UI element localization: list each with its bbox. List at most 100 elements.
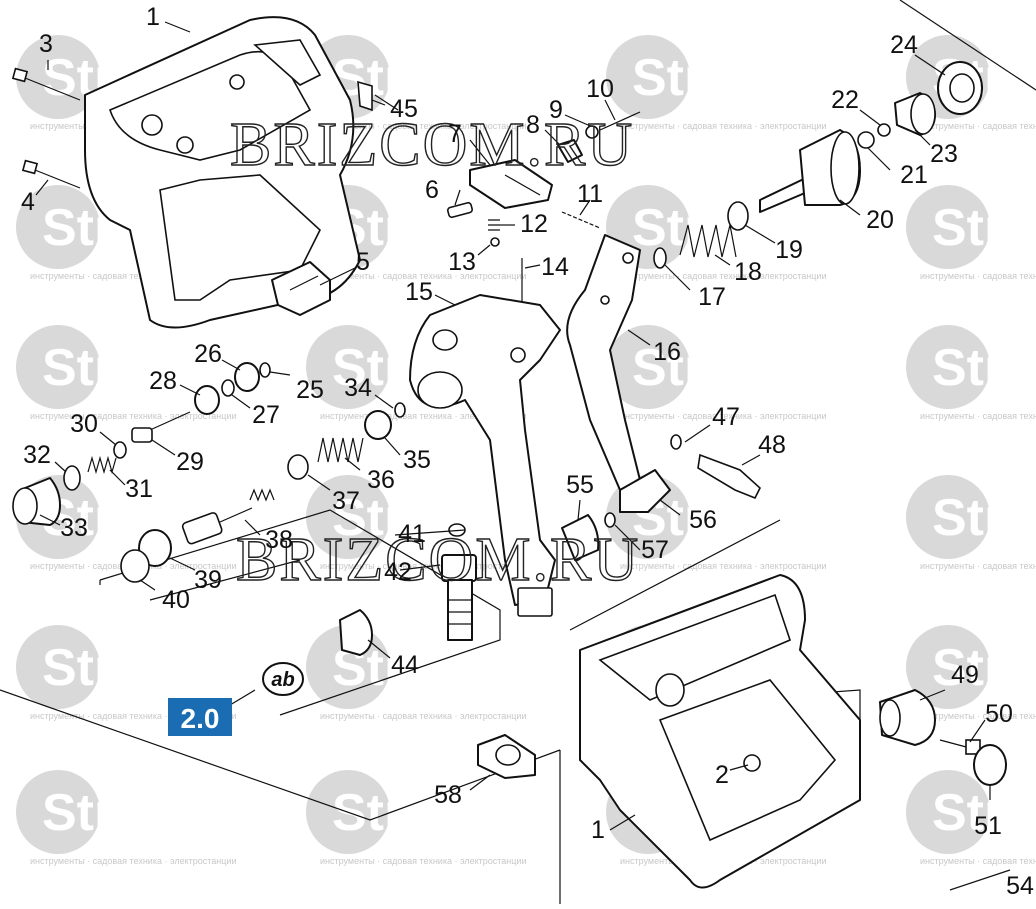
part-label-6: 6 (425, 176, 439, 204)
watermark-brand: Strument (332, 639, 560, 697)
watermark-brand: Strument (932, 639, 1036, 697)
fitting-part-56 (619, 469, 671, 513)
valve-body-part-15 (409, 294, 561, 617)
watermark-logo-icon (306, 325, 390, 409)
lock-part-7 (469, 159, 553, 209)
pin-part-11 (561, 211, 601, 229)
watermark-tile: Strument инструменты · садовая техника · … (16, 625, 270, 721)
ab-mark-text: ab (271, 669, 294, 691)
watermark-tagline: инструменты · садовая техника · электрос… (320, 271, 527, 281)
handle-right-part (579, 574, 861, 889)
watermark-logo-icon (306, 475, 390, 559)
seal-part-55 (561, 514, 600, 561)
cap-part-51 (973, 744, 1007, 786)
spring-part-38 (249, 488, 275, 502)
watermark-tagline: инструменты · садовая техника · электрос… (920, 711, 1036, 721)
watermark-tagline: инструменты · садовая техника · электрос… (920, 121, 1036, 131)
part-label-11: 11 (577, 180, 603, 208)
part-label-13: 13 (448, 248, 476, 276)
watermark-brand: Strument (932, 784, 1036, 842)
site-watermark-top: BRIZCOM.RU (230, 111, 634, 179)
handle-left-part (84, 16, 361, 329)
watermark-logo-icon (16, 35, 100, 119)
version-badge-text: 2.0 (181, 703, 220, 734)
watermark-tagline: инструменты · садовая техника · электрос… (920, 856, 1036, 866)
nozzle-part-20 (759, 129, 861, 213)
part-label-31: 31 (125, 475, 153, 503)
part-label-40: 40 (162, 586, 190, 614)
screw-part-3 (11, 67, 81, 101)
part-label-32: 32 (23, 441, 51, 469)
nipple-part-42 (441, 554, 477, 641)
oring-part-32 (63, 465, 81, 491)
ball-part-13 (490, 237, 500, 247)
cap-part-33 (12, 477, 61, 526)
part-label-3: 3 (39, 30, 53, 58)
part-label-2: 2 (715, 761, 729, 789)
part-label-20: 20 (866, 206, 894, 234)
adapter-part-23 (894, 92, 936, 136)
pin-part-6 (446, 201, 474, 219)
bracket-part-45 (357, 80, 373, 112)
trigger-part-16 (566, 234, 641, 491)
part-label-12: 12 (520, 210, 548, 238)
watermark-brand: Strument (42, 639, 270, 697)
watermark-brand: Strument (42, 784, 270, 842)
version-badge: 2.0 (168, 698, 232, 736)
watermark-logo-icon (906, 475, 990, 559)
watermark-brand: Strument (632, 339, 860, 397)
part-label-51: 51 (974, 812, 1002, 840)
nut-part-21 (857, 131, 875, 149)
seat-part-35 (364, 410, 392, 440)
part-label-41: 41 (398, 520, 426, 548)
part-label-27: 27 (252, 401, 280, 429)
part-label-1a: 1 (146, 3, 160, 31)
part-label-19: 19 (775, 236, 803, 264)
watermark-tagline: инструменты · садовая техника · электрос… (320, 411, 527, 421)
watermark-tagline: инструменты · садовая техника · электрос… (320, 856, 527, 866)
seat-part-28 (194, 385, 220, 415)
watermark-logo-icon (906, 325, 990, 409)
watermark-tagline: инструменты · садовая техника · электрос… (30, 856, 237, 866)
watermark-tile: Strument инструменты · садовая техника · … (906, 625, 1036, 721)
oring-part-9 (585, 125, 599, 139)
part-label-45: 45 (390, 95, 418, 123)
watermark-tagline: инструменты · садовая техника · электрос… (30, 711, 237, 721)
valve-seat-part-26 (234, 362, 260, 392)
oring-part-34 (394, 402, 406, 418)
watermark-logo-icon (16, 625, 100, 709)
watermark-tagline: инструменты · садовая техника · электрос… (320, 121, 527, 131)
stem-part-38b (181, 507, 253, 545)
part-label-35: 35 (403, 446, 431, 474)
watermark-tagline: инструменты · садовая техника · электрос… (30, 271, 237, 281)
part-label-18: 18 (734, 258, 762, 286)
part-label-49: 49 (951, 661, 979, 689)
watermark-tagline: инструменты · садовая техника · электрос… (920, 271, 1036, 281)
pin-part-48 (697, 453, 761, 500)
nut-part-49 (879, 689, 936, 746)
part-label-8: 8 (526, 111, 540, 139)
part-label-16: 16 (653, 338, 681, 366)
watermark-logo-icon (16, 770, 100, 854)
clip-part-5 (271, 261, 331, 316)
part-label-10: 10 (586, 75, 614, 103)
pin-part-10 (599, 111, 641, 131)
watermark-tagline: инструменты · садовая техника · электрос… (620, 561, 827, 571)
oring-part-27 (221, 379, 235, 397)
watermark-brand: Strument (932, 489, 1036, 547)
part-label-33: 33 (60, 514, 88, 542)
oring-part-40 (120, 549, 150, 583)
washer-part-30 (113, 441, 127, 459)
screw-part-50 (939, 739, 981, 755)
part-label-47: 47 (712, 403, 740, 431)
part-label-14: 14 (541, 253, 569, 281)
spring-part-31 (87, 455, 117, 475)
watermark-brand: Strument (632, 49, 860, 107)
nut-part-44 (339, 609, 373, 656)
